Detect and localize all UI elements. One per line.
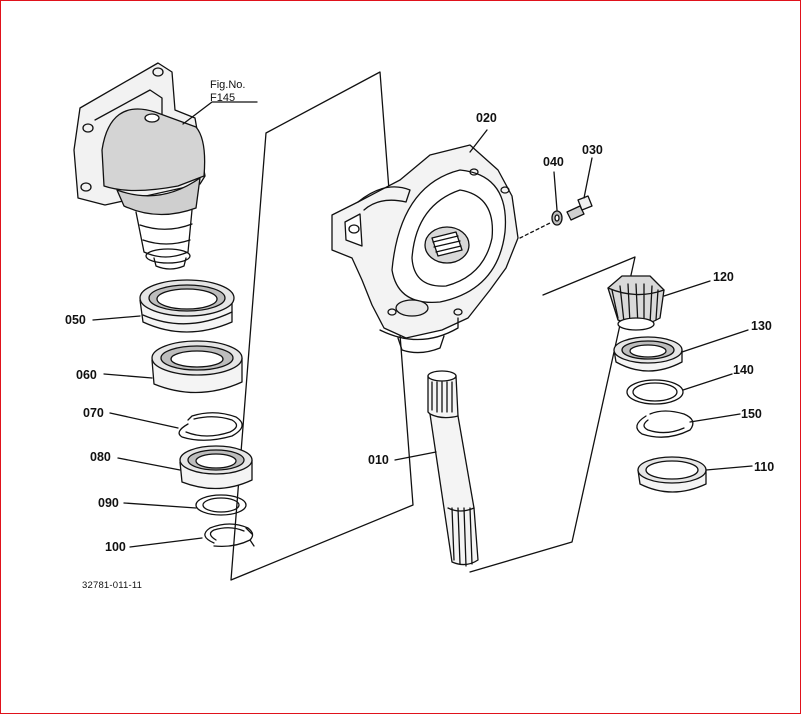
part-060-bearing [152,341,242,393]
drawing-code: 32781-011-11 [82,580,143,591]
figure-ref-line2: F145 [210,92,236,104]
part-label-150: 150 [741,407,762,421]
part-040-washer [552,211,562,225]
part-label-050: 050 [65,313,86,327]
part-label-120: 120 [713,270,734,284]
part-label-020: 020 [476,111,497,125]
part-090-ring [196,495,246,515]
part-080-bearing [180,446,252,489]
figure-ref-line1: Fig.No. [210,79,246,91]
part-030-plug [567,196,592,220]
assembly-bracket-right [470,257,635,572]
reference-housing-f145 [74,63,205,269]
part-150-circlip [637,411,693,437]
part-label-060: 060 [76,368,97,382]
part-label-070: 070 [83,406,104,420]
part-070-circlip [179,413,242,441]
part-label-040: 040 [543,155,564,169]
part-140-ring [627,380,683,404]
part-label-090: 090 [98,496,119,510]
part-label-100: 100 [105,540,126,554]
part-label-010: 010 [368,453,389,467]
fig-ref-leader [183,102,257,124]
part-130-bearing [614,337,682,371]
part-100-circlip [205,524,254,546]
part-label-080: 080 [90,450,111,464]
part-110-oil-seal [638,457,706,492]
part-120-bevel-gear [608,276,664,330]
part-050-bearing [140,280,234,332]
part-label-030: 030 [582,143,603,157]
part-label-140: 140 [733,363,754,377]
part-020-gear-housing [332,145,518,353]
assembly-bracket-left [231,72,413,580]
part-010-shaft [428,371,478,566]
part-label-130: 130 [751,319,772,333]
part-label-110: 110 [754,460,775,474]
